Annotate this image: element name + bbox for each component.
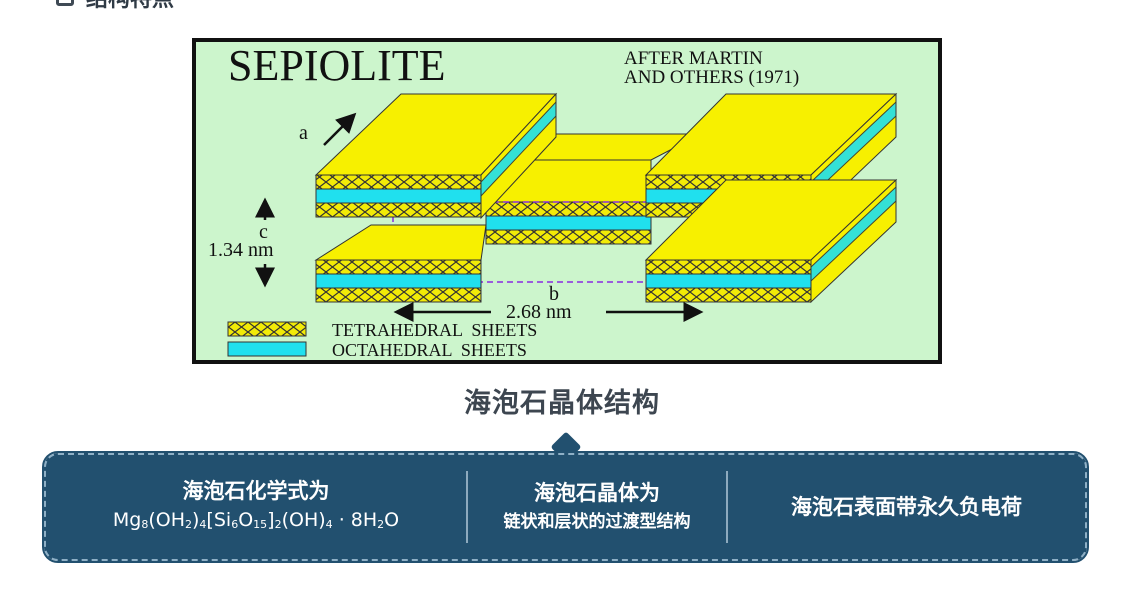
axis-b-label: b bbox=[549, 283, 559, 305]
info-card: 海泡石化学式为 Mg8(OH2)4[Si6O15]2(OH)4 · 8H2O 海… bbox=[42, 451, 1089, 563]
legend-octahedral-label: OCTAHEDRAL SHEETS bbox=[332, 340, 527, 360]
legend-tetrahedral-label: TETRAHEDRAL SHEETS bbox=[332, 320, 537, 340]
structure-title: 海泡石晶体为 bbox=[534, 481, 660, 505]
fact-formula: 海泡石化学式为 Mg8(OH2)4[Si6O15]2(OH)4 · 8H2O bbox=[46, 476, 466, 539]
section-icon bbox=[56, 0, 74, 6]
c-dimension-label: 1.34 nm bbox=[208, 239, 274, 261]
legend-tetrahedral-swatch bbox=[227, 321, 307, 337]
right-lower-slab bbox=[644, 178, 898, 304]
section-header: 结构特点 bbox=[56, 0, 174, 12]
left-lower-slab bbox=[314, 224, 487, 303]
divider bbox=[726, 471, 728, 543]
figure-credit-line2: AND OTHERS (1971) bbox=[624, 67, 799, 88]
figure-caption: 海泡石晶体结构 bbox=[464, 388, 660, 419]
axis-a-label: a bbox=[299, 122, 308, 144]
sepiolite-diagram: SEPIOLITE AFTER MARTIN AND OTHERS (1971) bbox=[196, 42, 938, 360]
figure-credit-line1: AFTER MARTIN bbox=[624, 48, 763, 69]
fact-structure: 海泡石晶体为 链状和层状的过渡型结构 bbox=[468, 478, 726, 536]
left-upper-slab bbox=[314, 92, 558, 220]
b-dimension-label: 2.68 nm bbox=[506, 301, 572, 323]
structure-description: 链状和层状的过渡型结构 bbox=[503, 512, 691, 532]
sepiolite-structure-figure: SEPIOLITE AFTER MARTIN AND OTHERS (1971) bbox=[192, 38, 942, 364]
divider bbox=[466, 471, 468, 543]
legend-octahedral-swatch bbox=[227, 341, 307, 357]
figure-title: SEPIOLITE bbox=[228, 42, 446, 90]
axis-c-label: c bbox=[259, 221, 268, 243]
chemical-formula: Mg8(OH2)4[Si6O15]2(OH)4 · 8H2O bbox=[112, 508, 400, 531]
charge-title: 海泡石表面带永久负电荷 bbox=[791, 495, 1022, 519]
fact-charge: 海泡石表面带永久负电荷 bbox=[728, 492, 1085, 522]
section-title: 结构特点 bbox=[86, 0, 174, 13]
formula-title: 海泡石化学式为 bbox=[182, 478, 330, 503]
axis-a-arrow bbox=[323, 112, 357, 146]
